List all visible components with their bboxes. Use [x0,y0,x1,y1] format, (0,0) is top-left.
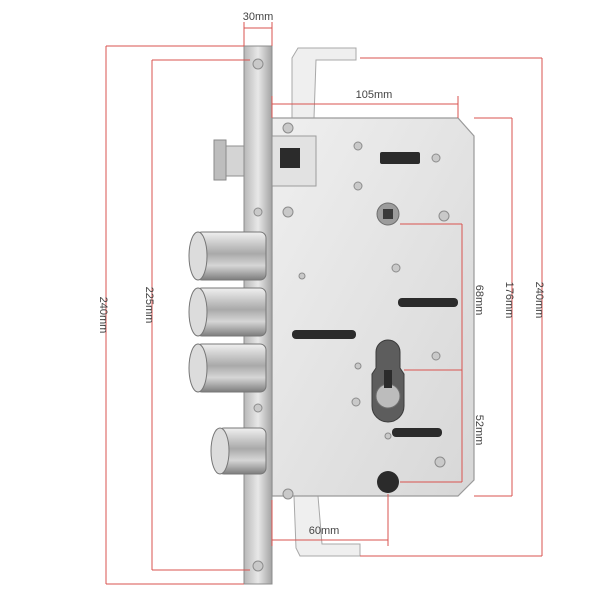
faceplate-screw-top [252,58,264,70]
rivet-5 [298,272,306,280]
dim-faceplate-height: 225mm [143,287,155,324]
dim-case-height-right: 240mm [533,282,545,319]
deadbolt-1 [188,231,267,281]
rivet-2 [353,181,363,191]
deadbolt-4 [210,427,267,475]
dim-body-height: 176mm [503,282,515,319]
dimensions: 30mm 105mm 240mm 225mm 240mm 176mm 68mm [97,11,545,585]
rivet-3 [431,153,441,163]
latch-window [280,148,300,168]
rivet-4 [391,263,401,273]
lock-body [188,45,475,585]
rivet-8 [354,362,362,370]
latch-bolt-cap [213,139,227,181]
dim-bottom-width: 60mm [309,525,340,537]
deadbolt-3 [188,343,267,393]
rivet-1 [353,141,363,151]
upper-slot [380,152,420,164]
case-screw-3 [282,488,294,500]
dim-case-width: 105mm [356,89,393,101]
case-screw-2 [282,206,294,218]
spindle-square [383,209,393,219]
lower-slot [392,428,442,437]
middle-slot-left [292,330,356,339]
spindle-slot-right [398,298,458,307]
dim-faceplate-width: 30mm [243,11,274,23]
deadbolt-2 [188,287,267,337]
dim-overall-height: 240mm [97,297,109,334]
case-screw-4 [438,210,450,222]
bottom-bracket [293,495,361,557]
faceplate-screw-bottom [252,560,264,572]
rivet-7 [351,397,361,407]
top-bracket [291,47,357,119]
rivet-6 [431,351,441,361]
cylinder-cam-slot [384,370,392,388]
rivet-9 [384,432,392,440]
case-screw-1 [282,122,294,134]
faceplate-screw-3 [253,403,263,413]
faceplate-screw-2 [253,207,263,217]
lower-hole [377,471,399,493]
dim-cylinder-to-lower: 52mm [473,415,485,446]
case-screw-5 [434,456,446,468]
dim-spindle-to-cylinder: 68mm [473,285,485,316]
